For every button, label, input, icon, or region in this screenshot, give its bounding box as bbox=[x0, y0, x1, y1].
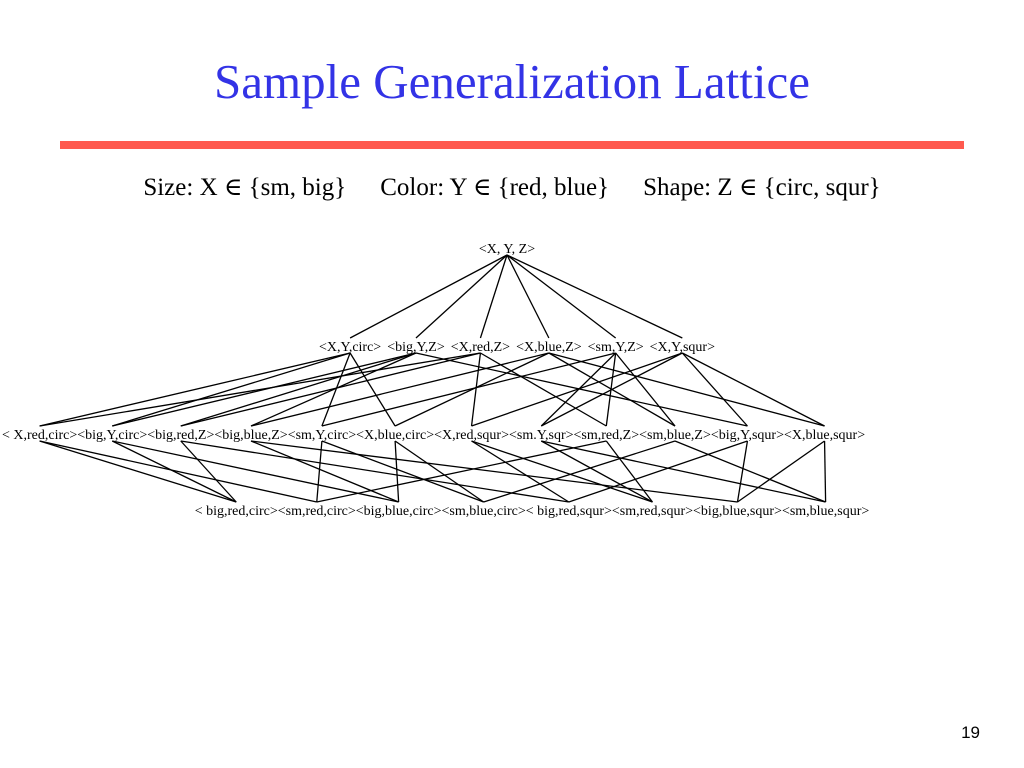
lattice-node-sys: <sm.Y,sqr> bbox=[509, 428, 574, 443]
lattice-edge bbox=[112, 352, 351, 427]
lattice-edge bbox=[471, 352, 683, 427]
lattice-node-sbs: <sm,blue,squr> bbox=[782, 504, 869, 519]
title-divider bbox=[60, 141, 964, 149]
lattice-node-xys: <X,Y,squr> bbox=[650, 340, 715, 355]
lattice-edge bbox=[548, 352, 825, 427]
lattice-edge bbox=[506, 254, 550, 339]
lattice-edge bbox=[681, 352, 748, 427]
lattice-edge bbox=[321, 352, 351, 427]
lattice-edge bbox=[349, 352, 396, 427]
lattice-edge bbox=[180, 352, 481, 427]
lattice-edge bbox=[568, 440, 748, 503]
lattice-node-sbc: <sm,blue,circ> bbox=[442, 504, 526, 519]
lattice-node-xyc: <X,Y,circ> bbox=[319, 340, 381, 355]
lattice-edge bbox=[180, 440, 569, 503]
lattice-node-brs: < big,red,squr> bbox=[526, 504, 612, 519]
lattice-edge bbox=[39, 440, 317, 503]
lattice-edge bbox=[180, 352, 417, 427]
lattice-node-xbs: <X,blue,squr> bbox=[784, 428, 865, 443]
lattice-edge bbox=[316, 440, 323, 503]
lattice-node-xbz: <X,blue,Z> bbox=[516, 340, 582, 355]
lattice-edge bbox=[180, 440, 237, 503]
lattice-node-syz: <sm,Y,Z> bbox=[588, 340, 644, 355]
lattice-edge bbox=[349, 254, 508, 339]
lattice-edge bbox=[39, 352, 481, 427]
size-domain: Size: X ∈ {sm, big} bbox=[143, 174, 347, 201]
lattice-node-src: <sm,red,circ> bbox=[278, 504, 356, 519]
lattice-node-bys: <big,Y,squr> bbox=[711, 428, 784, 443]
lattice-node-byc: <big,Y,circ> bbox=[77, 428, 147, 443]
lattice-edge bbox=[250, 352, 550, 427]
lattice-edge bbox=[736, 440, 749, 503]
lattice-node-xrz: <X,red,Z> bbox=[451, 340, 510, 355]
lattice-node-brc: < big,red,circ> bbox=[195, 504, 278, 519]
lattice-edge bbox=[483, 440, 676, 503]
lattice-edge bbox=[111, 440, 237, 503]
lattice-edge bbox=[321, 352, 616, 427]
lattice-edge bbox=[112, 352, 417, 427]
lattice-edge bbox=[250, 352, 417, 427]
color-domain: Color: Y ∈ {red, blue} bbox=[380, 174, 610, 201]
page-number: 19 bbox=[961, 723, 980, 742]
lattice-edge bbox=[540, 352, 683, 427]
lattice-edge bbox=[471, 440, 653, 503]
lattice-edge bbox=[394, 440, 400, 503]
lattice-edge bbox=[480, 352, 607, 427]
lattice-edge bbox=[39, 440, 237, 503]
lattice-edge bbox=[674, 440, 826, 503]
lattice-edge bbox=[470, 352, 482, 427]
lattice-nodes: <X, Y, Z> <X,Y,circ> <big,Y,Z> <X,red,Z> <X,… bbox=[2, 242, 869, 519]
lattice-edge bbox=[506, 254, 617, 339]
lattice-edge bbox=[250, 440, 738, 503]
lattice-edge bbox=[316, 440, 607, 503]
lattice-node-bbz: <big,blue,Z> bbox=[214, 428, 287, 443]
lattice-edge bbox=[250, 440, 399, 503]
lattice-edge bbox=[394, 352, 550, 427]
lattice-node-bbc: <big,blue,circ> bbox=[356, 504, 442, 519]
attribute-domains: Size: X ∈ {sm, big} Color: Y ∈ {red, blue… bbox=[0, 171, 1024, 205]
lattice-edge bbox=[737, 440, 825, 503]
lattice-edge bbox=[605, 440, 653, 503]
lattice-node-xyz: <X, Y, Z> bbox=[479, 242, 535, 257]
lattice-node-byz: <big,Y,Z> bbox=[387, 340, 445, 355]
lattice-edge bbox=[823, 440, 827, 503]
lattice-node-sbz: <sm,blue,Z> bbox=[639, 428, 711, 443]
shape-domain: Shape: Z ∈ {circ, squr} bbox=[643, 174, 881, 201]
lattice-node-srz: <sm,red,Z> bbox=[574, 428, 640, 443]
lattice-edge bbox=[415, 352, 748, 427]
lattice-edge bbox=[506, 254, 683, 339]
lattice-edge bbox=[39, 352, 351, 427]
lattice-edge bbox=[112, 440, 399, 503]
lattice-node-xrs: <X,red,squr> bbox=[434, 428, 509, 443]
lattice-node-brz: <big,red,Z> bbox=[147, 428, 214, 443]
lattice-edge bbox=[682, 352, 825, 427]
lattice-node-xrc: < X,red,circ> bbox=[2, 428, 77, 443]
lattice-edge bbox=[479, 254, 508, 339]
lattice-edge bbox=[394, 440, 484, 503]
lattice-node-bbs: <big,blue,squr> bbox=[693, 504, 782, 519]
lattice-edge bbox=[415, 254, 508, 339]
slide-title: Sample Generalization Lattice bbox=[214, 54, 810, 109]
lattice-edges bbox=[39, 254, 827, 503]
lattice-node-srs: <sm,red,squr> bbox=[612, 504, 693, 519]
lattice-edge bbox=[321, 440, 484, 503]
lattice-edge bbox=[471, 440, 570, 503]
lattice-edge bbox=[615, 352, 676, 427]
lattice-edge bbox=[541, 440, 826, 503]
lattice-node-syc: <sm,Y,circ> bbox=[288, 428, 357, 443]
lattice-node-xbc: <X,blue,circ> bbox=[356, 428, 434, 443]
